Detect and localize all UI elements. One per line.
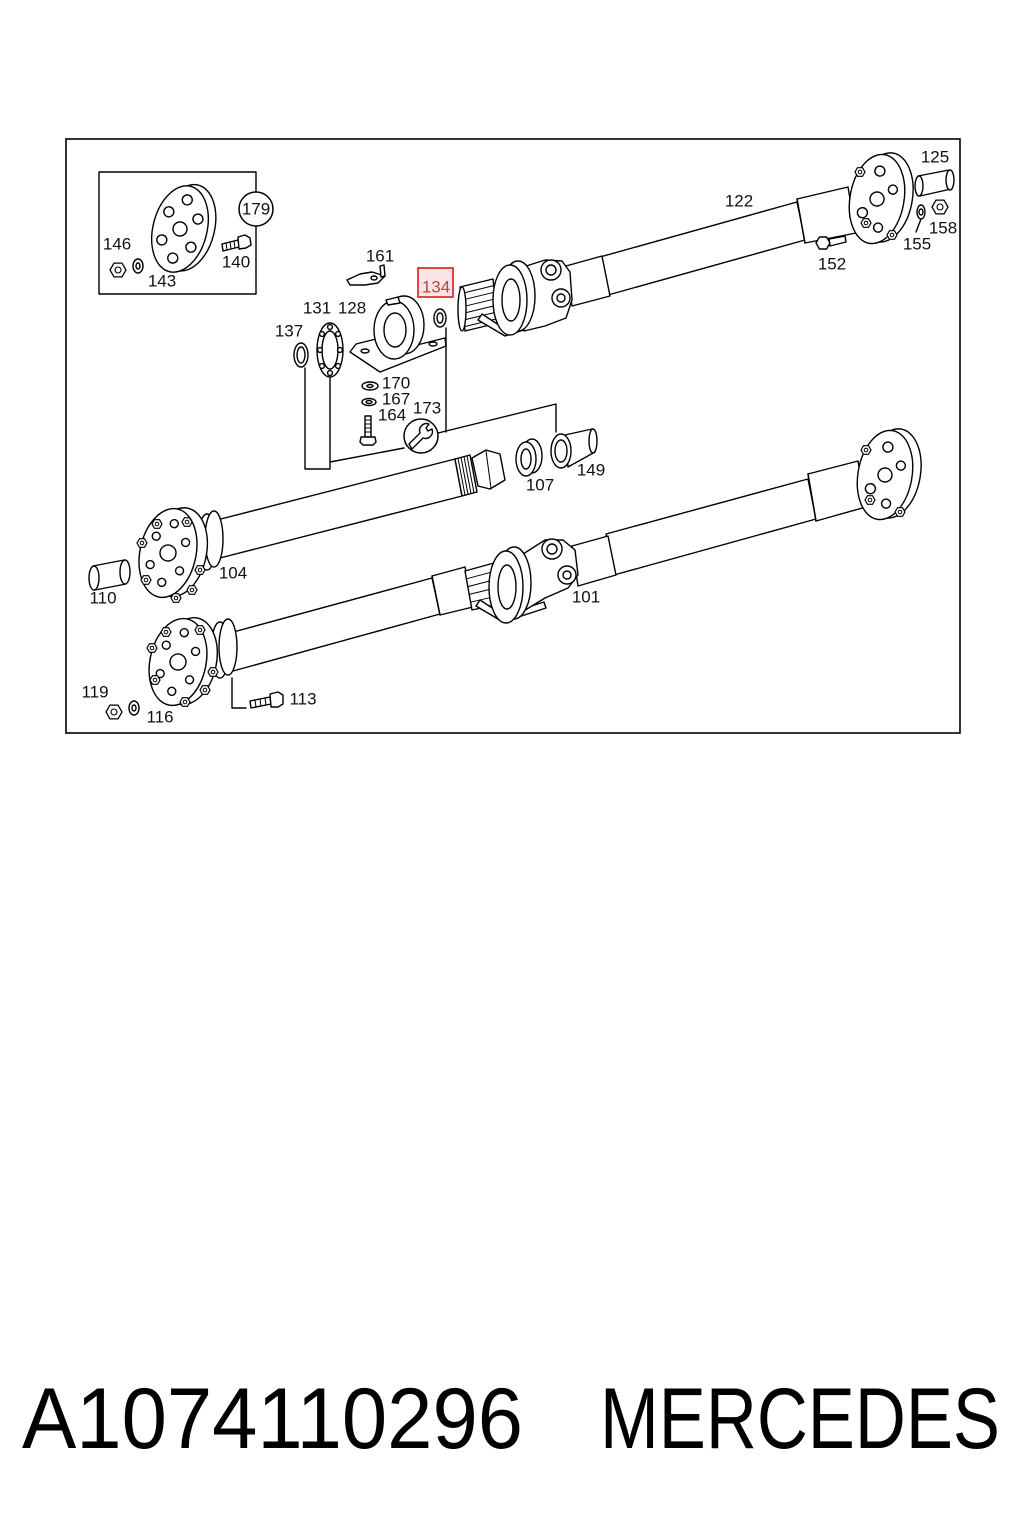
threaded-section	[454, 454, 478, 497]
leader-lines	[304, 327, 557, 470]
caption: A1074110296 MERCEDES	[22, 1371, 1000, 1467]
washer-170	[361, 381, 379, 391]
brand-name: MERCEDES	[600, 1371, 1000, 1467]
flange-stud	[151, 519, 163, 529]
flange-stud	[199, 685, 211, 695]
flange-stud	[860, 218, 872, 228]
spring-washer-167	[361, 397, 377, 407]
flange-stud	[181, 517, 193, 527]
flange-stud	[170, 593, 182, 603]
callout-173: 173	[413, 399, 441, 418]
center-bearing-mount-128	[349, 295, 447, 373]
flange-stud	[194, 625, 206, 635]
washer-143	[132, 258, 144, 274]
callout-161: 161	[366, 247, 394, 266]
callout-128: 128	[338, 299, 366, 318]
flange-stud	[854, 167, 866, 177]
propeller-shaft-rear-122	[457, 152, 914, 337]
callout-143: 143	[148, 272, 176, 291]
flange-stud	[179, 697, 191, 707]
flange-stud	[149, 675, 161, 685]
flange-stud	[207, 667, 219, 677]
callout-164: 164	[378, 406, 406, 425]
callout-155: 155	[903, 235, 931, 254]
ring-137	[293, 342, 309, 368]
callout-101: 101	[572, 588, 600, 607]
bolt-164	[359, 415, 377, 446]
callout-140: 140	[222, 253, 250, 272]
rear-flange	[856, 428, 922, 521]
callout-146: 146	[103, 235, 131, 254]
callout-158: 158	[929, 219, 957, 238]
parts-diagram: 125 122 179 146 140 143 161 134 131 128 …	[65, 138, 961, 734]
callout-labels: 125 122 179 146 140 143 161 134 131 128 …	[81, 148, 957, 727]
callout-152: 152	[818, 255, 846, 274]
callout-104: 104	[219, 564, 247, 583]
washer-134	[433, 308, 447, 328]
joint-cross-caps	[540, 259, 571, 308]
bolt-152	[815, 235, 847, 250]
callout-170: 170	[382, 374, 410, 393]
inset-flex-disc-kit	[98, 171, 274, 295]
flange-stud	[886, 230, 898, 240]
flange-stud	[160, 627, 172, 637]
callout-149: 149	[577, 461, 605, 480]
callout-125: 125	[921, 148, 949, 167]
sleeve-149	[550, 428, 598, 469]
callout-167: 167	[382, 390, 410, 409]
front-flange	[138, 507, 209, 599]
bushing-110	[88, 559, 131, 591]
washer-155	[915, 204, 926, 233]
front-flange	[148, 617, 218, 707]
nut-158	[931, 199, 949, 215]
callout-122: 122	[725, 192, 753, 211]
flange-stud	[140, 575, 152, 585]
bolt-113	[231, 677, 284, 709]
callout-179-circle	[238, 191, 274, 227]
bushing-125	[914, 169, 955, 197]
callout-110: 110	[89, 589, 116, 608]
flange-stud	[136, 538, 148, 548]
callout-113: 113	[289, 690, 316, 709]
flange-stud	[894, 507, 906, 517]
flange-stud	[186, 585, 198, 595]
propeller-shaft-front-104	[136, 449, 506, 603]
joint-collar	[492, 260, 536, 336]
joint-collar	[488, 546, 532, 624]
bolt-140	[221, 234, 252, 252]
ball-bearing-131	[316, 322, 344, 378]
part-number: A1074110296	[22, 1371, 523, 1467]
flange-stud	[864, 495, 876, 505]
propeller-shaft-assembly-101	[146, 428, 922, 707]
washer-116	[128, 700, 140, 716]
flex-disc	[151, 183, 217, 273]
nut-119	[105, 704, 123, 720]
callout-116: 116	[146, 708, 173, 727]
callout-107: 107	[526, 476, 554, 495]
joint-cross-caps	[541, 538, 577, 585]
wrench-icon	[403, 418, 439, 454]
flange-stud	[194, 565, 206, 575]
callout-131: 131	[303, 299, 331, 318]
flange-stud	[860, 445, 872, 455]
clip-161	[346, 264, 386, 286]
callout-119: 119	[81, 683, 108, 702]
callout-179: 179	[242, 200, 270, 219]
callout-137: 137	[275, 322, 303, 341]
callout-134: 134	[422, 278, 450, 297]
flange-stud	[146, 643, 158, 653]
nut-146	[109, 262, 127, 278]
ring-107	[515, 438, 543, 477]
highlight-box	[417, 267, 454, 298]
